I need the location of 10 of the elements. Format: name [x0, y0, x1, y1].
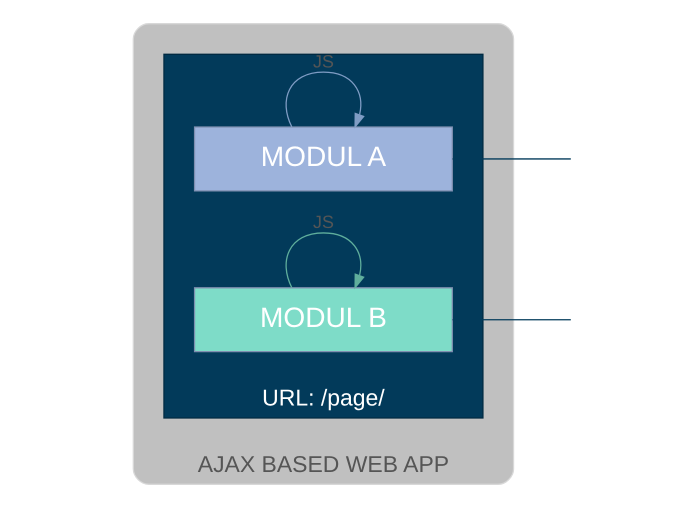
edge-label: JS [313, 212, 334, 232]
connector [452, 158, 571, 160]
arrow [286, 72, 365, 129]
node-box: MODUL B [194, 287, 453, 352]
connector [452, 319, 571, 320]
edge-label: JS [313, 51, 334, 72]
node-box: MODUL A [194, 126, 453, 192]
cluster [163, 54, 484, 419]
arrow [286, 232, 365, 290]
node-label: URL: /page/ [262, 384, 385, 411]
